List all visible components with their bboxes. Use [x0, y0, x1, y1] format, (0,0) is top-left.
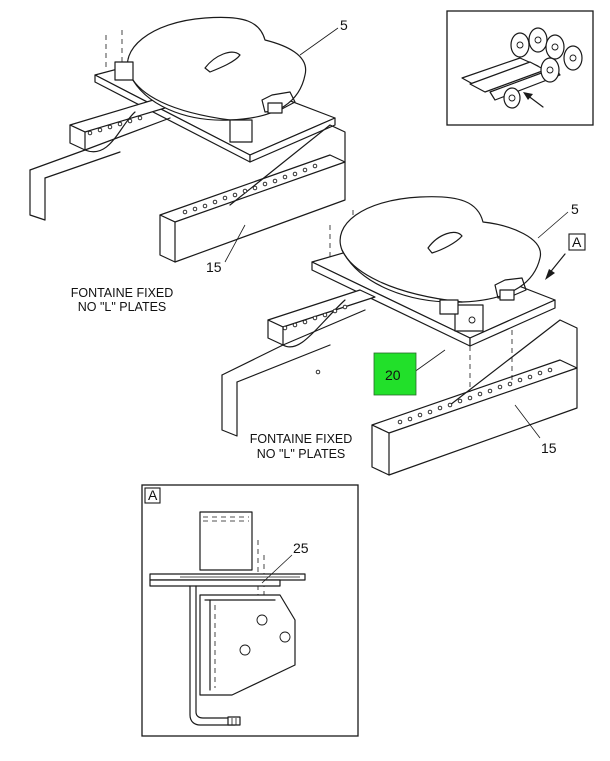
- callout-mid-rail: 15: [541, 440, 557, 456]
- top-left-rail: [29, 94, 186, 221]
- top-rail-holes: [87, 115, 318, 215]
- caption-top-line1: FONTAINE FIXED: [71, 286, 174, 300]
- mid-left-rail: [221, 289, 376, 437]
- mid-right-rail: [371, 319, 578, 476]
- view-ref-box: [568, 233, 586, 251]
- mid-rail-holes: [282, 304, 553, 425]
- caption-mid-line2: NO "L" PLATES: [257, 447, 346, 461]
- caption-top-line2: NO "L" PLATES: [78, 300, 167, 314]
- detail-ref-label: A: [148, 487, 158, 503]
- view-ref-label: A: [572, 234, 582, 250]
- callout-mid-plate: 5: [571, 201, 579, 217]
- highlight-part-label[interactable]: 20: [385, 367, 401, 383]
- caption-mid-line1: FONTAINE FIXED: [250, 432, 353, 446]
- mid-fifth-wheel: [339, 196, 541, 332]
- callout-top-rail: 15: [206, 259, 222, 275]
- top-assembly: [29, 16, 346, 263]
- callout-top-plate: 5: [340, 17, 348, 33]
- detail-view: [141, 484, 359, 737]
- highlight-part-box[interactable]: [373, 352, 417, 396]
- detail-ref-box: [144, 487, 161, 504]
- truck-inset: [446, 10, 594, 126]
- top-fifth-wheel: [114, 16, 307, 143]
- middle-assembly: [221, 196, 578, 476]
- callout-detail-part: 25: [293, 540, 309, 556]
